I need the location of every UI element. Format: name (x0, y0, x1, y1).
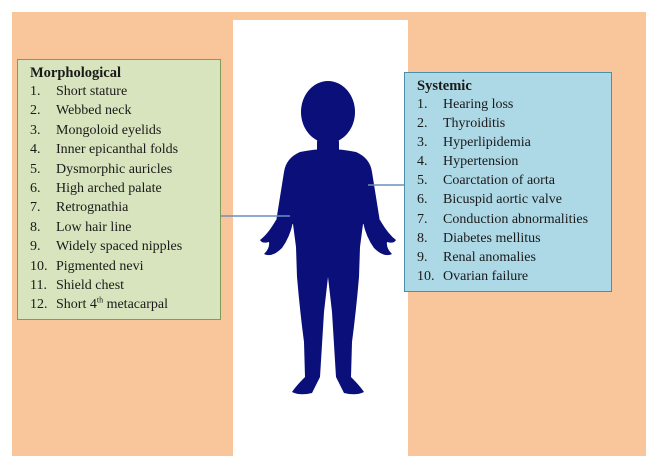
list-item-number: 1. (417, 95, 443, 114)
list-item-text: Renal anomalies (443, 250, 536, 265)
list-item-text: Mongoloid eyelids (56, 123, 161, 138)
list-item-text: Pigmented nevi (56, 259, 144, 274)
list-item-number: 4. (417, 152, 443, 171)
list-item: 2.Webbed neck (30, 101, 212, 120)
list-item-text: Inner epicanthal folds (56, 142, 178, 157)
list-item-number: 5. (30, 160, 56, 179)
list-item-number: 10. (417, 267, 443, 286)
list-item-number: 7. (417, 210, 443, 229)
list-item: 12.Short 4th metacarpal (30, 295, 212, 314)
list-item: 5.Dysmorphic auricles (30, 160, 212, 179)
list-item-number: 8. (30, 218, 56, 237)
list-item-text: Short stature (56, 84, 127, 99)
list-item: 1.Short stature (30, 82, 212, 101)
list-item: 7.Retrognathia (30, 198, 212, 217)
list-item: 11.Shield chest (30, 276, 212, 295)
list-item: 6.Bicuspid aortic valve (417, 190, 603, 209)
list-item-number: 8. (417, 229, 443, 248)
list-item: 5.Coarctation of aorta (417, 171, 603, 190)
list-item: 9.Renal anomalies (417, 248, 603, 267)
list-item-text: Shield chest (56, 278, 124, 293)
list-item-number: 3. (417, 133, 443, 152)
list-item: 8.Low hair line (30, 218, 212, 237)
list-item-text: Thyroiditis (443, 116, 505, 131)
list-item: 7.Conduction abnormalities (417, 210, 603, 229)
list-item-number: 6. (30, 179, 56, 198)
list-item-text: Dysmorphic auricles (56, 162, 172, 177)
list-item-number: 2. (417, 114, 443, 133)
list-item-number: 9. (417, 248, 443, 267)
list-item: 3.Hyperlipidemia (417, 133, 603, 152)
list-item: 10.Ovarian failure (417, 267, 603, 286)
list-item-text: Low hair line (56, 220, 131, 235)
list-item: 2.Thyroiditis (417, 114, 603, 133)
list-item-number: 4. (30, 140, 56, 159)
list-item-text: metacarpal (103, 297, 168, 312)
list-item-number: 1. (30, 82, 56, 101)
list-item: 4.Inner epicanthal folds (30, 140, 212, 159)
list-item: 6.High arched palate (30, 179, 212, 198)
list-item-number: 12. (30, 295, 56, 314)
list-item: 3.Mongoloid eyelids (30, 121, 212, 140)
systemic-title: Systemic (417, 77, 603, 95)
list-item-text: Retrognathia (56, 200, 128, 215)
list-item-text: Short 4 (56, 297, 97, 312)
list-item-number: 3. (30, 121, 56, 140)
list-item-text: Hypertension (443, 154, 518, 169)
list-item-number: 11. (30, 276, 56, 295)
list-item-number: 10. (30, 257, 56, 276)
list-item-text: Widely spaced nipples (56, 239, 182, 254)
list-item-text: High arched palate (56, 181, 162, 196)
list-item-number: 5. (417, 171, 443, 190)
list-item: 9.Widely spaced nipples (30, 237, 212, 256)
list-item-number: 6. (417, 190, 443, 209)
list-item-number: 9. (30, 237, 56, 256)
list-item: 8.Diabetes mellitus (417, 229, 603, 248)
list-item-text: Ovarian failure (443, 269, 528, 284)
morphological-title: Morphological (30, 64, 212, 82)
list-item: 4.Hypertension (417, 152, 603, 171)
list-item-text: Webbed neck (56, 103, 131, 118)
list-item-text: Coarctation of aorta (443, 173, 555, 188)
list-item-text: Hyperlipidemia (443, 135, 531, 150)
list-item-text: Diabetes mellitus (443, 231, 541, 246)
list-item-text: Bicuspid aortic valve (443, 192, 562, 207)
list-item: 10.Pigmented nevi (30, 257, 212, 276)
list-item-number: 2. (30, 101, 56, 120)
list-item: 1.Hearing loss (417, 95, 603, 114)
list-item-text: Hearing loss (443, 97, 513, 112)
list-item-text: Conduction abnormalities (443, 212, 588, 227)
child-silhouette-icon (260, 72, 396, 402)
list-item-number: 7. (30, 198, 56, 217)
